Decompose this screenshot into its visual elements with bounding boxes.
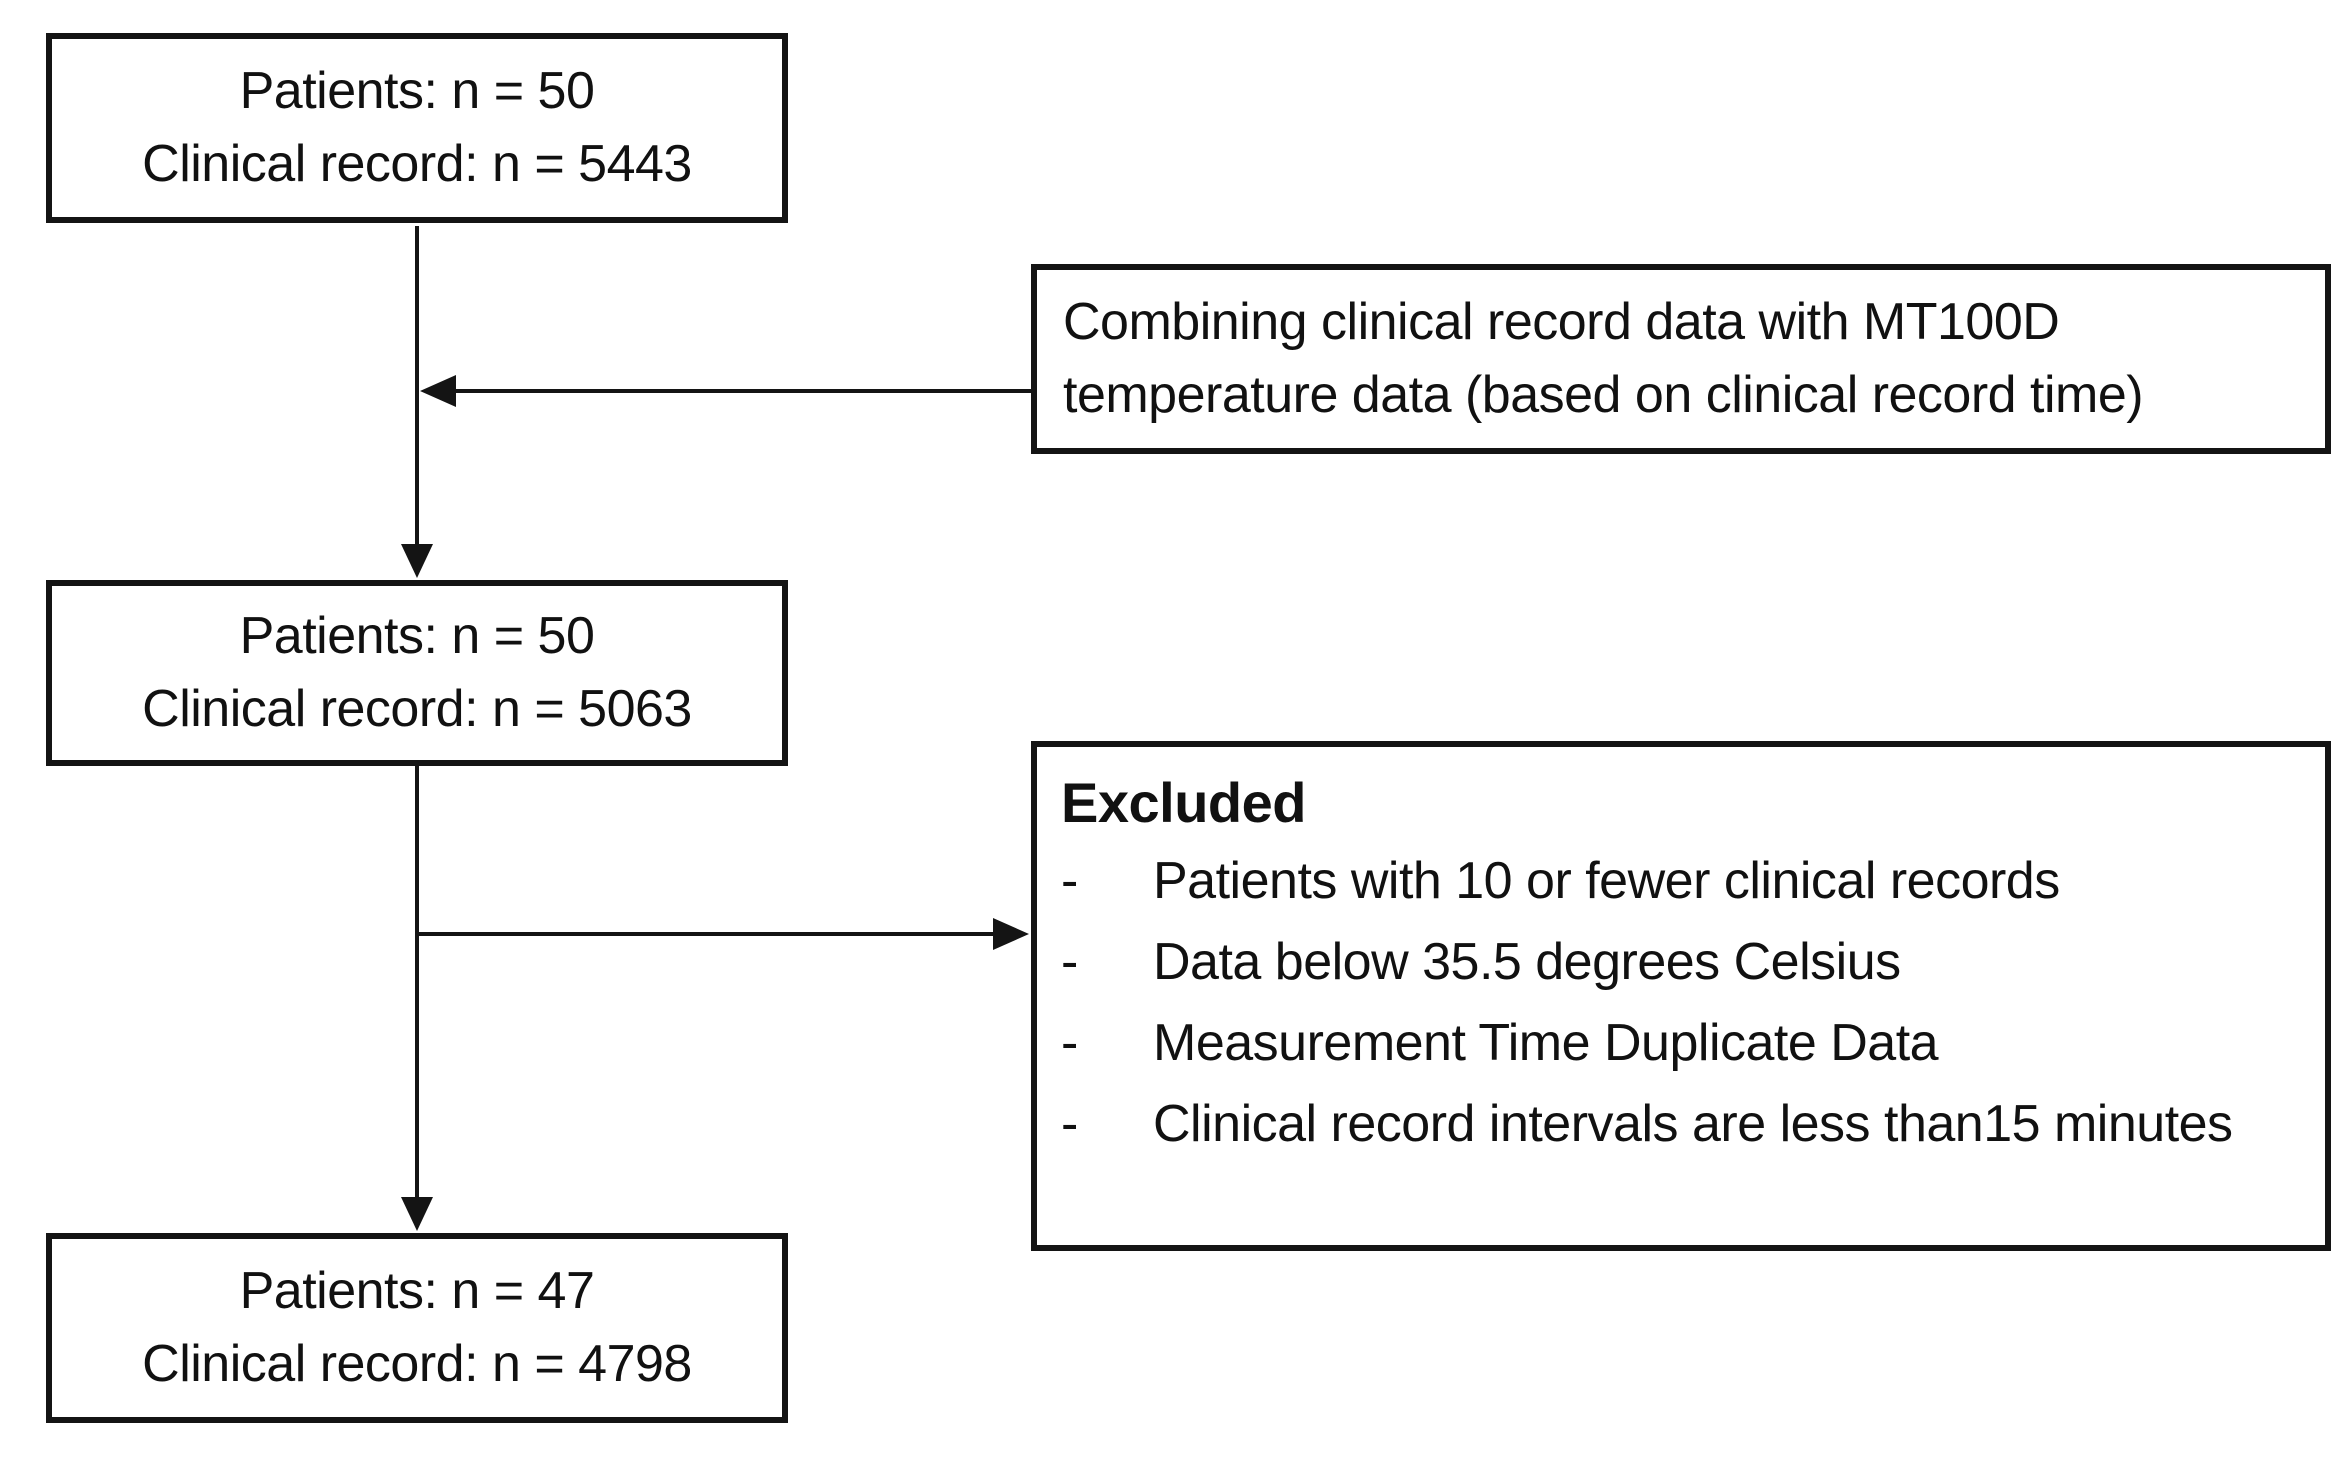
initial-patients-count: Patients: n = 50 — [239, 62, 595, 120]
excluded-item-text: Clinical record intervals are less than1… — [1153, 1095, 2233, 1153]
excluded-item-few-records: - Patients with 10 or fewer clinical rec… — [1061, 841, 2305, 922]
initial-records-count: Clinical record: n = 5443 — [142, 135, 692, 193]
arrowhead-right-flow-to-excluded-icon — [993, 918, 1029, 950]
final-records-count: Clinical record: n = 4798 — [142, 1335, 692, 1393]
excluded-list: - Patients with 10 or fewer clinical rec… — [1061, 841, 2305, 1165]
dash-bullet-icon: - — [1061, 1095, 1079, 1153]
excluded-item-duplicate-time: - Measurement Time Duplicate Data — [1061, 1003, 2305, 1084]
final-patients-count: Patients: n = 47 — [239, 1262, 595, 1320]
dash-bullet-icon: - — [1061, 852, 1079, 910]
combined-records-count: Clinical record: n = 5063 — [142, 680, 692, 738]
dash-bullet-icon: - — [1061, 1014, 1079, 1072]
excluded-title: Excluded — [1061, 771, 1306, 834]
combining-process-text-line1: Combining clinical record data with MT10… — [1063, 293, 2060, 351]
dash-bullet-icon: - — [1061, 933, 1079, 991]
arrowhead-down-middle-to-bottom-icon — [401, 1197, 433, 1231]
combined-patients-count: Patients: n = 50 — [239, 607, 595, 665]
excluded-item-text: Measurement Time Duplicate Data — [1153, 1014, 1939, 1072]
excluded-item-text: Data below 35.5 degrees Celsius — [1153, 933, 1901, 991]
excluded-criteria-box: Excluded - Patients with 10 or fewer cli… — [1031, 741, 2331, 1251]
final-cohort-box: Patients: n = 47 Clinical record: n = 47… — [46, 1233, 788, 1423]
combined-cohort-box: Patients: n = 50 Clinical record: n = 50… — [46, 580, 788, 766]
initial-cohort-box: Patients: n = 50 Clinical record: n = 54… — [46, 33, 788, 223]
excluded-item-below-355: - Data below 35.5 degrees Celsius — [1061, 922, 2305, 1003]
combining-process-box: Combining clinical record data with MT10… — [1031, 264, 2331, 454]
combining-process-text-line2: temperature data (based on clinical reco… — [1063, 366, 2144, 424]
excluded-item-short-intervals: - Clinical record intervals are less tha… — [1061, 1084, 2305, 1165]
excluded-item-text: Patients with 10 or fewer clinical recor… — [1153, 852, 2060, 910]
arrowhead-down-top-to-middle-icon — [401, 544, 433, 578]
arrowhead-left-process-to-flow-icon — [420, 375, 456, 407]
